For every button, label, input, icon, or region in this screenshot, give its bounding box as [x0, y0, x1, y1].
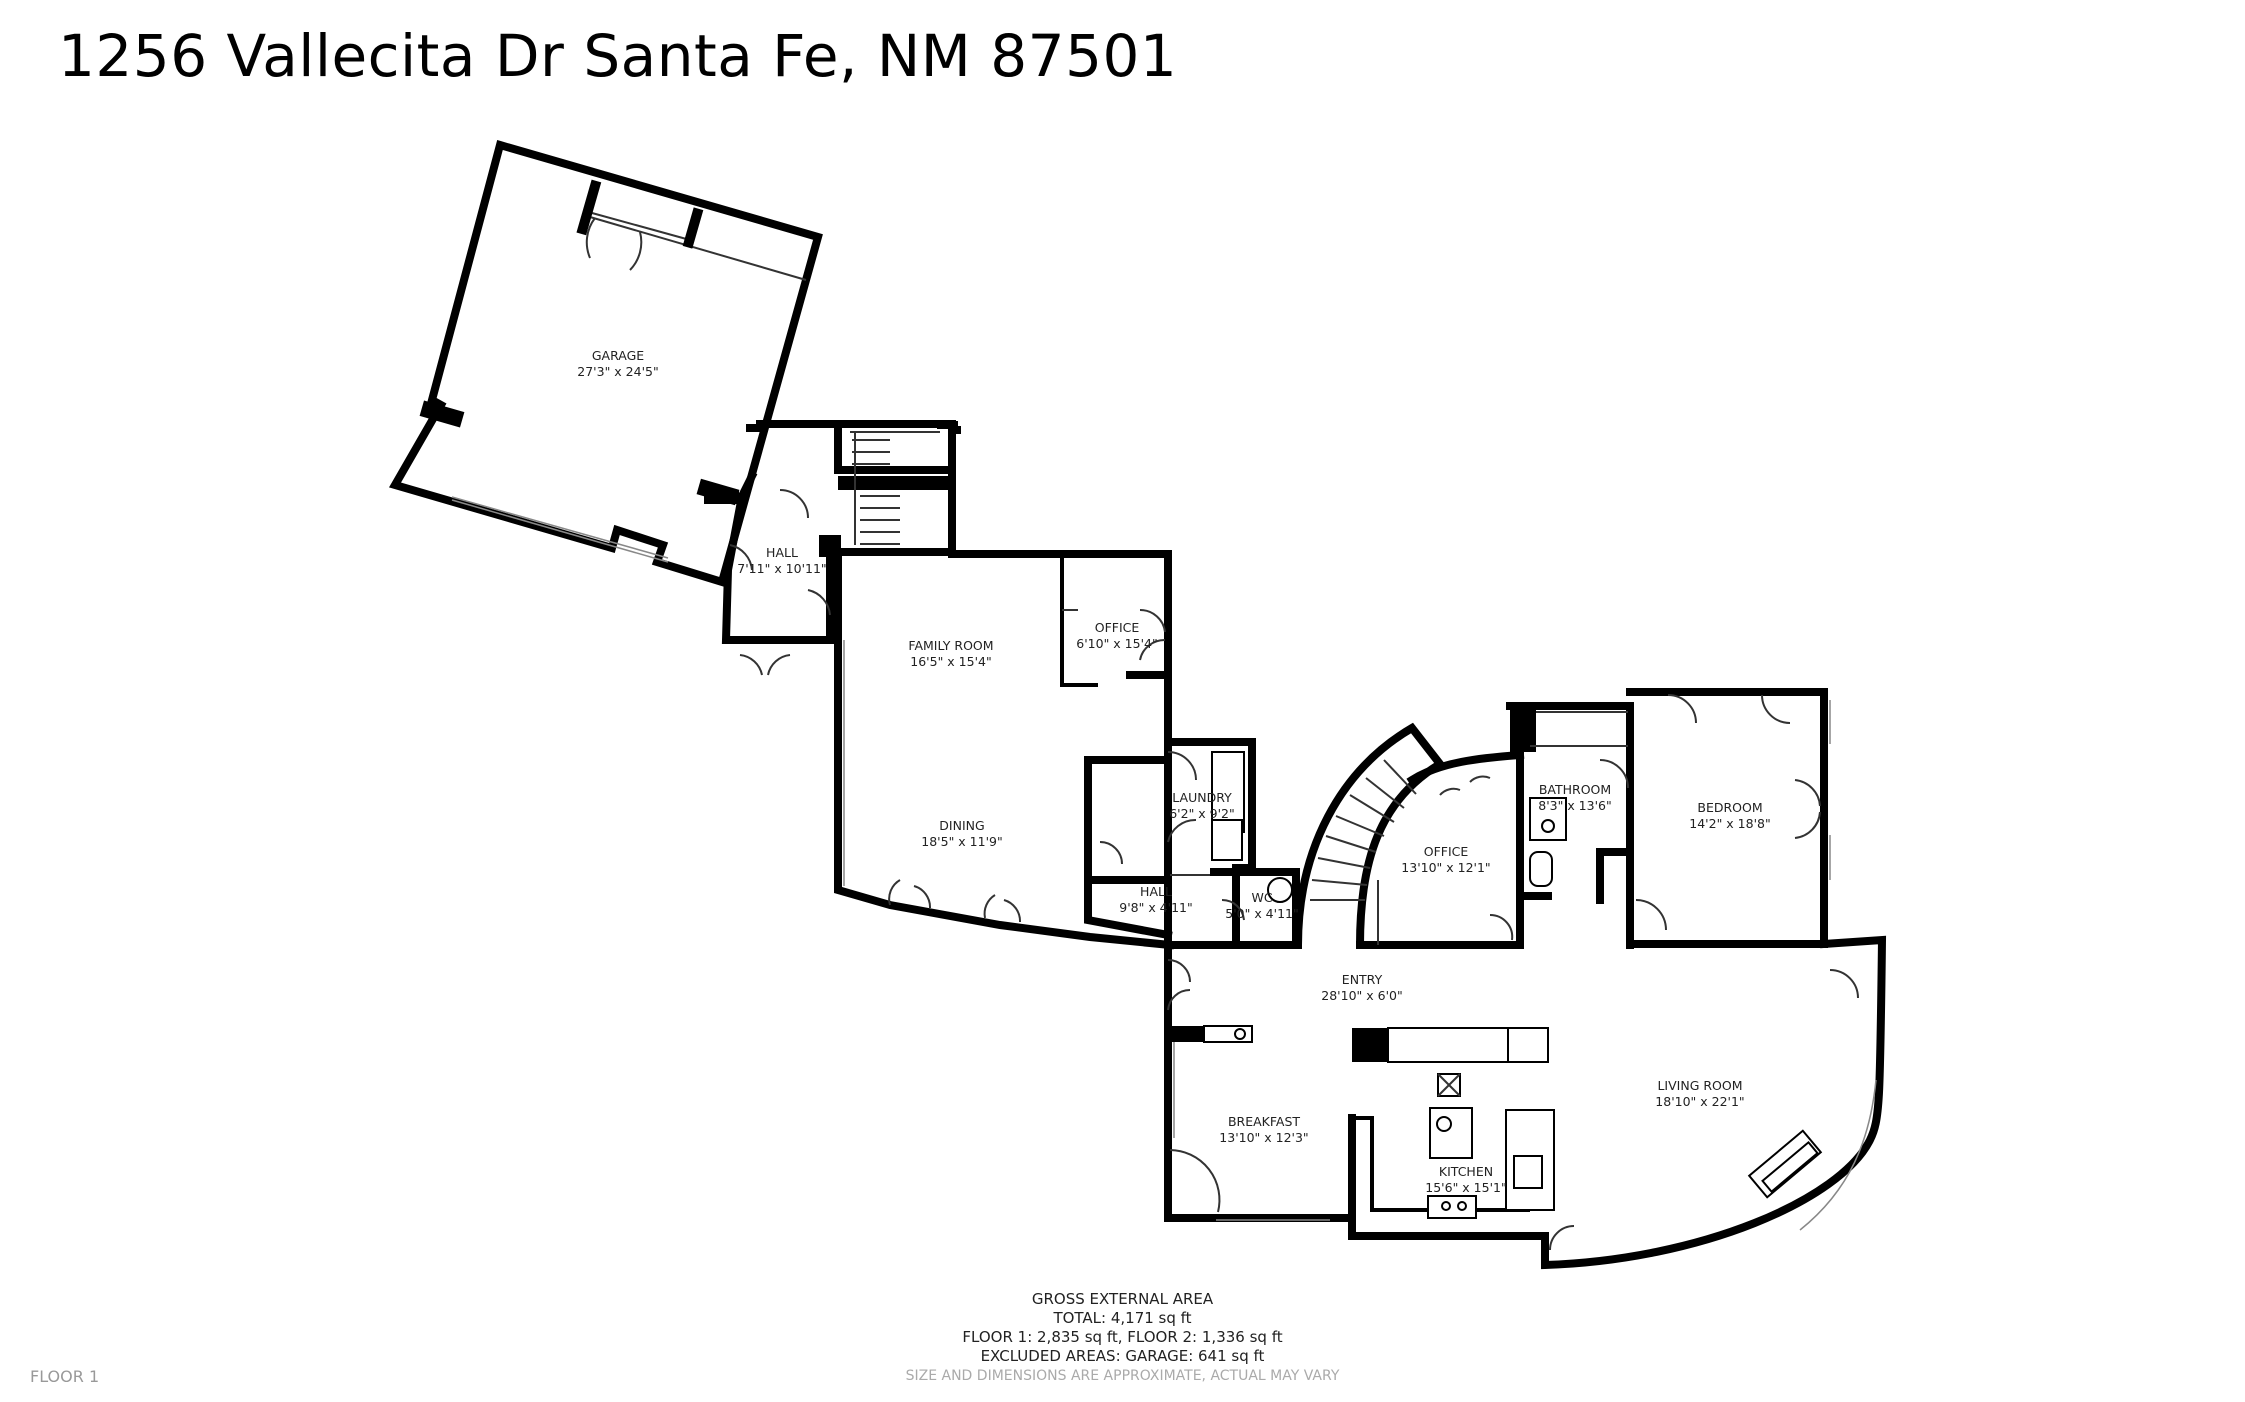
- dims-wc: 5'0" x 4'11": [1225, 906, 1298, 921]
- dims-living-room: 18'10" x 22'1": [1655, 1094, 1744, 1109]
- dims-entry: 28'10" x 6'0": [1321, 988, 1402, 1003]
- dims-dining: 18'5" x 11'9": [921, 834, 1002, 849]
- label-family-room: FAMILY ROOM: [908, 638, 993, 653]
- hall-upper-walls: [704, 470, 841, 676]
- dims-hall-upper: 7'11" x 10'11": [737, 561, 826, 576]
- area-total: TOTAL: 4,171 sq ft: [1053, 1309, 1192, 1327]
- label-laundry: LAUNDRY: [1172, 790, 1232, 805]
- area-excluded: EXCLUDED AREAS: GARAGE: 641 sq ft: [980, 1347, 1265, 1365]
- dims-family-room: 16'5" x 15'4": [910, 654, 991, 669]
- bedroom-walls: [1626, 688, 1831, 948]
- label-dining: DINING: [939, 818, 984, 833]
- label-breakfast: BREAKFAST: [1228, 1114, 1300, 1129]
- label-office-small: OFFICE: [1095, 620, 1140, 635]
- dims-breakfast: 13'10" x 12'3": [1219, 1130, 1308, 1145]
- floor-label: FLOOR 1: [30, 1367, 100, 1386]
- label-garage: GARAGE: [592, 348, 644, 363]
- dims-laundry: 6'2" x 9'2": [1169, 806, 1235, 821]
- family-dining-walls: [834, 548, 1175, 950]
- label-bedroom: BEDROOM: [1697, 800, 1762, 815]
- dims-kitchen: 15'6" x 15'1": [1425, 1180, 1506, 1195]
- area-heading: GROSS EXTERNAL AREA: [1031, 1290, 1214, 1308]
- label-living-room: LIVING ROOM: [1657, 1078, 1742, 1093]
- dims-office-large: 13'10" x 12'1": [1401, 860, 1490, 875]
- label-wc: WC: [1251, 890, 1272, 905]
- label-hall-lower: HALL: [1140, 884, 1172, 899]
- area-summary: GROSS EXTERNAL AREA TOTAL: 4,171 sq ft F…: [0, 1290, 2245, 1366]
- label-entry: ENTRY: [1342, 972, 1383, 987]
- label-office-large: OFFICE: [1424, 844, 1469, 859]
- label-hall-upper: HALL: [766, 545, 798, 560]
- garage-walls: [388, 140, 823, 588]
- curved-stair-office-walls: [1293, 722, 1525, 950]
- bathroom-walls: [1506, 702, 1634, 949]
- dims-office-small: 6'10" x 15'4": [1076, 636, 1157, 651]
- dims-bathroom: 8'3" x 13'6": [1538, 798, 1611, 813]
- disclaimer: SIZE AND DIMENSIONS ARE APPROXIMATE, ACT…: [905, 1368, 1340, 1384]
- page-title: 1256 Vallecita Dr Santa Fe, NM 87501: [58, 22, 1178, 90]
- label-kitchen: KITCHEN: [1439, 1164, 1493, 1179]
- dims-bedroom: 14'2" x 18'8": [1689, 816, 1770, 831]
- area-floors: FLOOR 1: 2,835 sq ft, FLOOR 2: 1,336 sq …: [962, 1328, 1283, 1346]
- label-bathroom: BATHROOM: [1539, 782, 1611, 797]
- laundry-hall-wc-walls: [1084, 738, 1300, 949]
- dims-garage: 27'3" x 24'5": [577, 364, 658, 379]
- stairs-upper: [746, 420, 961, 554]
- dims-hall-lower: 9'8" x 4'11": [1119, 900, 1192, 915]
- living-kitchen-walls: [1164, 935, 1887, 1270]
- room-labels: GARAGE 27'3" x 24'5" HALL 7'11" x 10'11"…: [577, 348, 1770, 1195]
